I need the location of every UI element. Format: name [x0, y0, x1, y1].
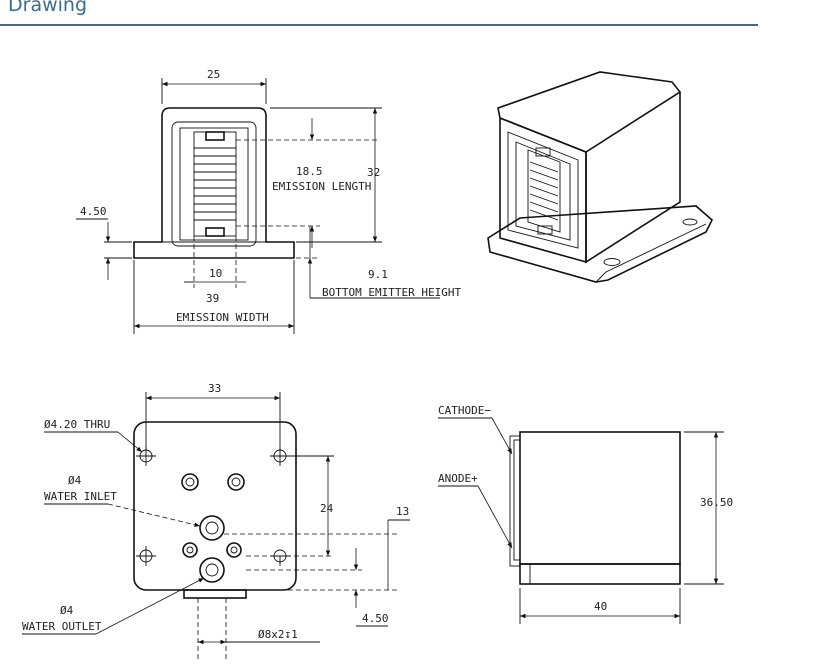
dim-offset-right: 13	[396, 505, 409, 518]
dim-counterbore: Ø8x2↧1	[258, 628, 298, 641]
section-divider	[0, 24, 758, 26]
iso-top-face	[497, 71, 682, 153]
dim-flange-thickness: 4.50	[80, 205, 107, 218]
anode-label: ANODE+	[438, 472, 478, 485]
dim-side-length: 40	[594, 600, 607, 613]
front-inner-frame	[179, 127, 249, 241]
iso-front-face	[499, 116, 587, 264]
dim-offset-bottom: 4.50	[362, 612, 389, 625]
section-title: Drawing	[8, 0, 88, 16]
front-window	[171, 121, 257, 247]
isometric-view	[487, 71, 713, 283]
inlet-diameter: Ø4	[68, 474, 82, 487]
front-view: 25 18.5 EMISSION LENGTH 32 4.50 10 9.1 B…	[76, 68, 461, 334]
thru-hole-label: Ø4.20 THRU	[44, 418, 110, 431]
emission-width-label: EMISSION WIDTH	[176, 311, 269, 324]
outlet-diameter: Ø4	[60, 604, 74, 617]
dim-bar-width: 10	[209, 267, 222, 280]
side-body	[519, 431, 681, 565]
section-header: Drawing	[0, 0, 760, 26]
iso-side-face	[585, 92, 681, 264]
side-base	[519, 563, 681, 585]
dim-bottom-emitter: 9.1	[368, 268, 388, 281]
dim-emission-length: 18.5	[296, 165, 323, 178]
dim-side-height: 36.50	[700, 496, 733, 509]
emission-length-label: EMISSION LENGTH	[272, 180, 371, 193]
side-view: CATHODE− ANODE+ 36.50 40	[438, 404, 733, 624]
outlet-label: WATER OUTLET	[22, 620, 102, 633]
dim-hole-spacing: 33	[208, 382, 221, 395]
dim-height: 32	[367, 166, 380, 179]
cathode-label: CATHODE−	[438, 404, 491, 417]
inlet-label: WATER INLET	[44, 490, 117, 503]
bottom-emitter-label: BOTTOM EMITTER HEIGHT	[322, 286, 461, 299]
bottom-view: 33 Ø4.20 THRU Ø4 WATER INLET Ø4 WATER OU…	[22, 382, 410, 660]
dim-vertical-spacing: 24	[320, 502, 334, 515]
dim-emission-width: 39	[206, 292, 219, 305]
front-body-outline	[133, 107, 295, 259]
dim-top-width: 25	[207, 68, 220, 81]
